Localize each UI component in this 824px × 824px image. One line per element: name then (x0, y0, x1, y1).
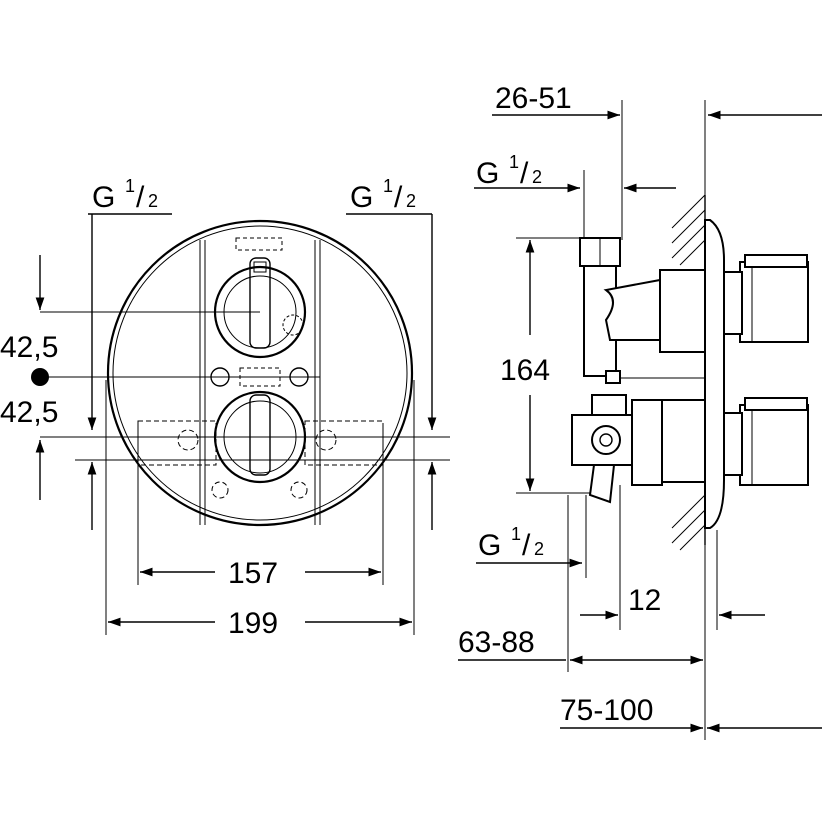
thread-right-den: 2 (406, 191, 416, 211)
dim-26-51: 26-51 (492, 82, 822, 240)
thread-top-main: G (476, 157, 499, 190)
dim-install-depth-label: 63-88 (458, 626, 535, 659)
dim-12: 12 (580, 485, 765, 630)
thread-bottom-den: 2 (534, 539, 544, 559)
side-view: 26-51 G 1 / 2 164 G 1 / 2 (458, 82, 822, 740)
thread-right-main: G (350, 181, 373, 214)
front-thread-left: G 1 / 2 (87, 176, 172, 430)
thread-bottom-main: G (478, 529, 501, 562)
center-point-marker (31, 368, 49, 386)
dim-outer-width-label: 199 (228, 607, 278, 640)
dim-total-depth-label: 75-100 (560, 694, 653, 727)
front-thread-right: G 1 / 2 (346, 176, 437, 430)
dim-42-5-upper: 42,5 (0, 255, 58, 364)
front-view: G 1 / 2 G 1 / 2 42,5 42,5 (0, 176, 450, 640)
thread-left-slash: / (136, 181, 145, 214)
dim-42-5-lower: 42,5 (0, 396, 437, 530)
dim-63-88: 63-88 (458, 495, 703, 672)
thread-top-slash: / (520, 157, 529, 190)
thread-left-main: G (92, 181, 115, 214)
faceplate-inner-outline (112, 225, 408, 521)
dim-upper-offset-label: 42,5 (0, 331, 58, 364)
handle-upper (723, 254, 809, 343)
upper-valve (213, 257, 307, 359)
dim-164: 164 (500, 237, 590, 494)
dim-inner-width-label: 157 (228, 557, 278, 590)
thread-right-num: 1 (383, 176, 393, 196)
dim-199: 199 (105, 380, 415, 640)
valve-body-side (571, 219, 725, 529)
thread-left-den: 2 (148, 191, 158, 211)
dim-75-100: 75-100 (560, 528, 822, 740)
faceplate-outline (106, 219, 414, 527)
thread-bottom-num: 1 (511, 524, 521, 544)
thread-left-num: 1 (125, 176, 135, 196)
side-thread-top: G 1 / 2 (474, 152, 676, 238)
handle-lower (723, 397, 809, 486)
side-thread-bottom: G 1 / 2 (476, 495, 587, 578)
thread-right-slash: / (394, 181, 403, 214)
valve-body-strips (199, 237, 321, 525)
wall-hatching-bottom (671, 494, 706, 551)
thread-top-den: 2 (532, 167, 542, 187)
dim-157: 157 (137, 425, 384, 590)
dim-lower-offset-label: 42,5 (0, 396, 58, 429)
dim-height-label: 164 (500, 354, 550, 387)
wall-hatching-top (671, 194, 706, 266)
dim-top-depth-label: 26-51 (495, 82, 572, 115)
thread-top-num: 1 (509, 152, 519, 172)
dim-offset-label: 12 (628, 584, 661, 617)
thread-bottom-slash: / (522, 529, 531, 562)
